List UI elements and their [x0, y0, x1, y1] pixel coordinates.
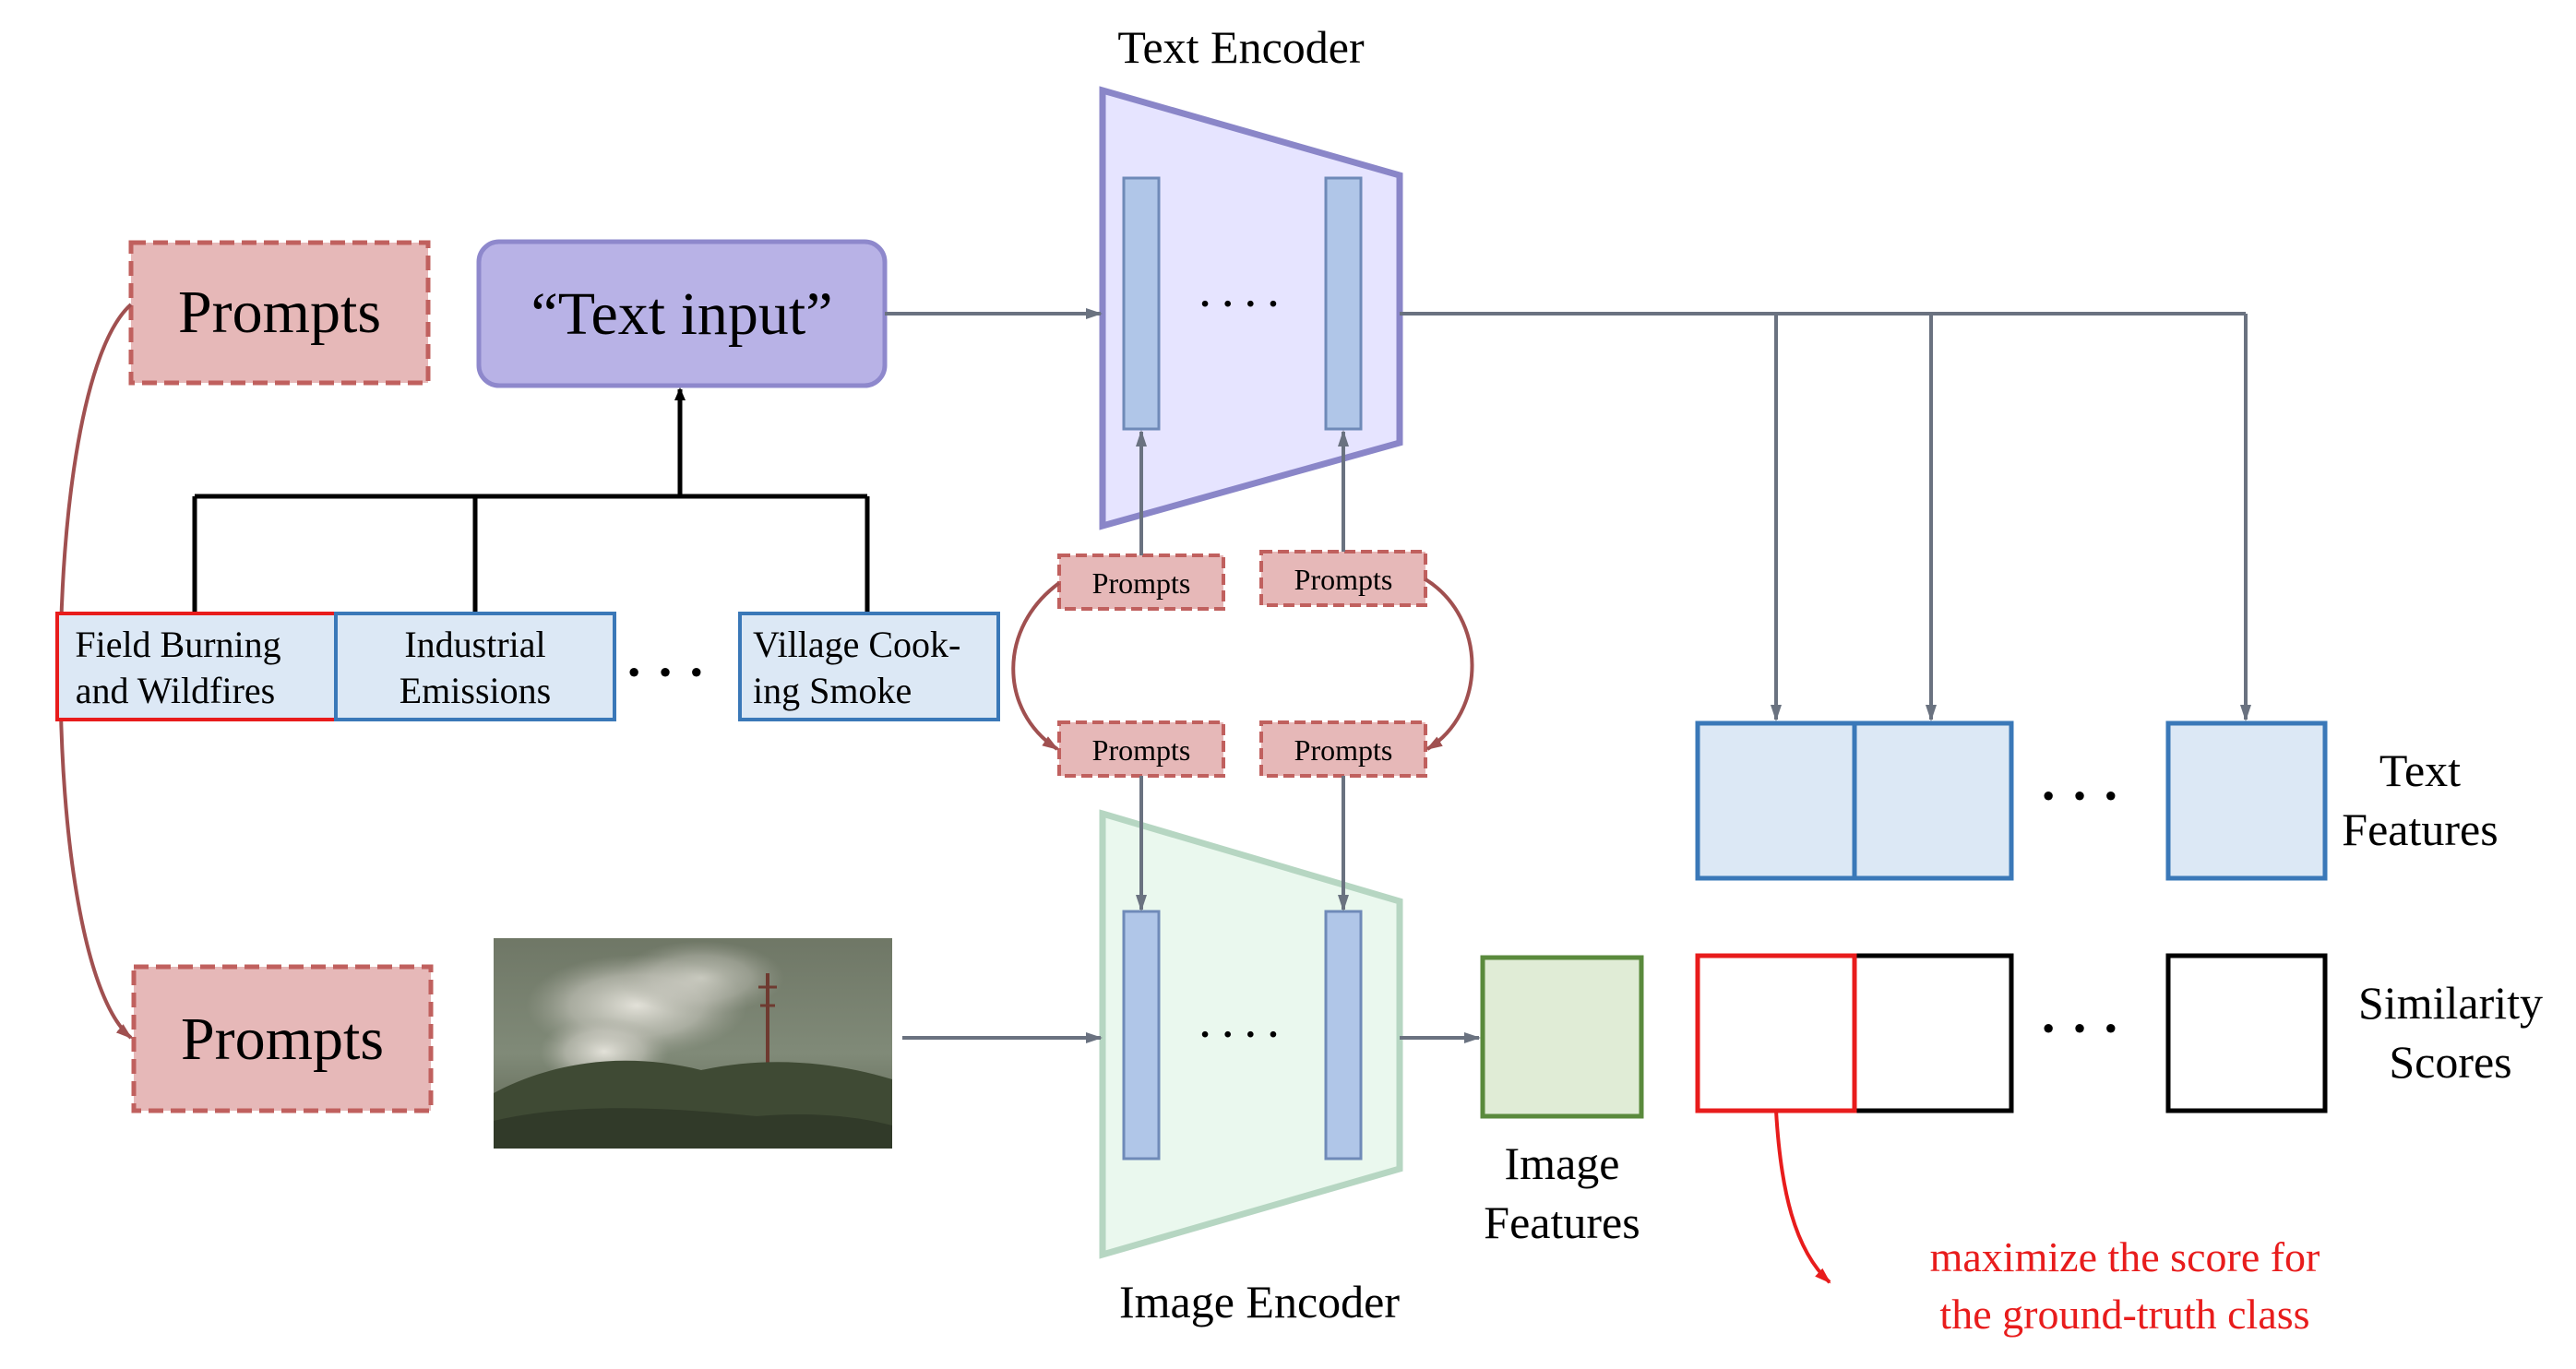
class-box-industrial-emissions [334, 612, 616, 721]
text-encoder-dots: ···· [1197, 276, 1288, 333]
class-box-field-burning [55, 612, 338, 721]
text-features-label-line2: Features [2342, 804, 2498, 855]
prompts-box-bottom-label: Prompts [181, 1006, 384, 1073]
small-prompt-text-1-label: Prompts [1092, 566, 1191, 600]
text-encoder-layer-1 [1122, 176, 1161, 431]
annotation-line1: maximize the score for [1930, 1233, 2320, 1280]
text-feature-cell-2 [1852, 720, 2014, 881]
image-encoder-layer-1 [1122, 910, 1161, 1161]
small-prompt-image-1 [1057, 720, 1225, 778]
small-prompt-text-2 [1259, 550, 1427, 607]
similarity-label-line1: Similarity [2358, 977, 2543, 1029]
similarity-cell-n [2165, 953, 2328, 1113]
similarity-label-line2: Scores [2389, 1036, 2511, 1088]
image-features-box [1480, 955, 1644, 1119]
class-field-burning-line2: and Wildfires [76, 670, 275, 711]
small-prompt-link-left [1011, 581, 1061, 751]
small-prompt-image-1-label: Prompts [1092, 733, 1191, 767]
image-encoder-layer-n [1324, 910, 1363, 1161]
text-features-label-line1: Text [2379, 744, 2461, 796]
annotation-line2: the ground-truth class [1939, 1291, 2309, 1338]
prompts-box-top-label: Prompts [178, 279, 381, 346]
image-features-label-line2: Features [1484, 1196, 1640, 1248]
similarity-cell-1 [1695, 953, 1857, 1113]
similarity-ellipsis: · · · [2039, 998, 2119, 1058]
class-box-village-cooking [738, 612, 1000, 721]
small-prompt-text-2-label: Prompts [1294, 563, 1393, 596]
class-village-line2: ing Smoke [753, 670, 912, 711]
text-encoder-label: Text Encoder [1117, 21, 1365, 73]
text-feature-cell-1 [1695, 720, 1857, 881]
prompts-box-bottom [131, 964, 434, 1113]
text-encoder-layer-n [1324, 176, 1363, 431]
text-features-ellipsis: · · · [2039, 766, 2119, 826]
text-input-label: “Text input” [531, 280, 832, 348]
class-ellipsis: · · · [625, 642, 705, 702]
class-field-burning-line1: Field Burning [75, 624, 280, 665]
class-industrial-line1: Industrial [404, 624, 545, 665]
maximize-score-arrow [1774, 1110, 1831, 1284]
small-prompt-text-1 [1057, 554, 1225, 611]
class-industrial-line2: Emissions [400, 670, 551, 711]
similarity-cell-2 [1852, 953, 2014, 1113]
image-encoder-dots: ···· [1197, 1006, 1288, 1064]
prompts-box-top [128, 240, 431, 386]
image-features-label-line1: Image [1505, 1137, 1620, 1189]
input-image-smoke-scene [494, 938, 892, 1149]
class-village-line1: Village Cook- [753, 624, 960, 665]
small-prompt-image-2-label: Prompts [1294, 733, 1393, 767]
text-feature-cell-n [2165, 720, 2328, 881]
image-encoder-label: Image Encoder [1119, 1276, 1400, 1327]
small-prompt-link-right [1424, 577, 1474, 751]
